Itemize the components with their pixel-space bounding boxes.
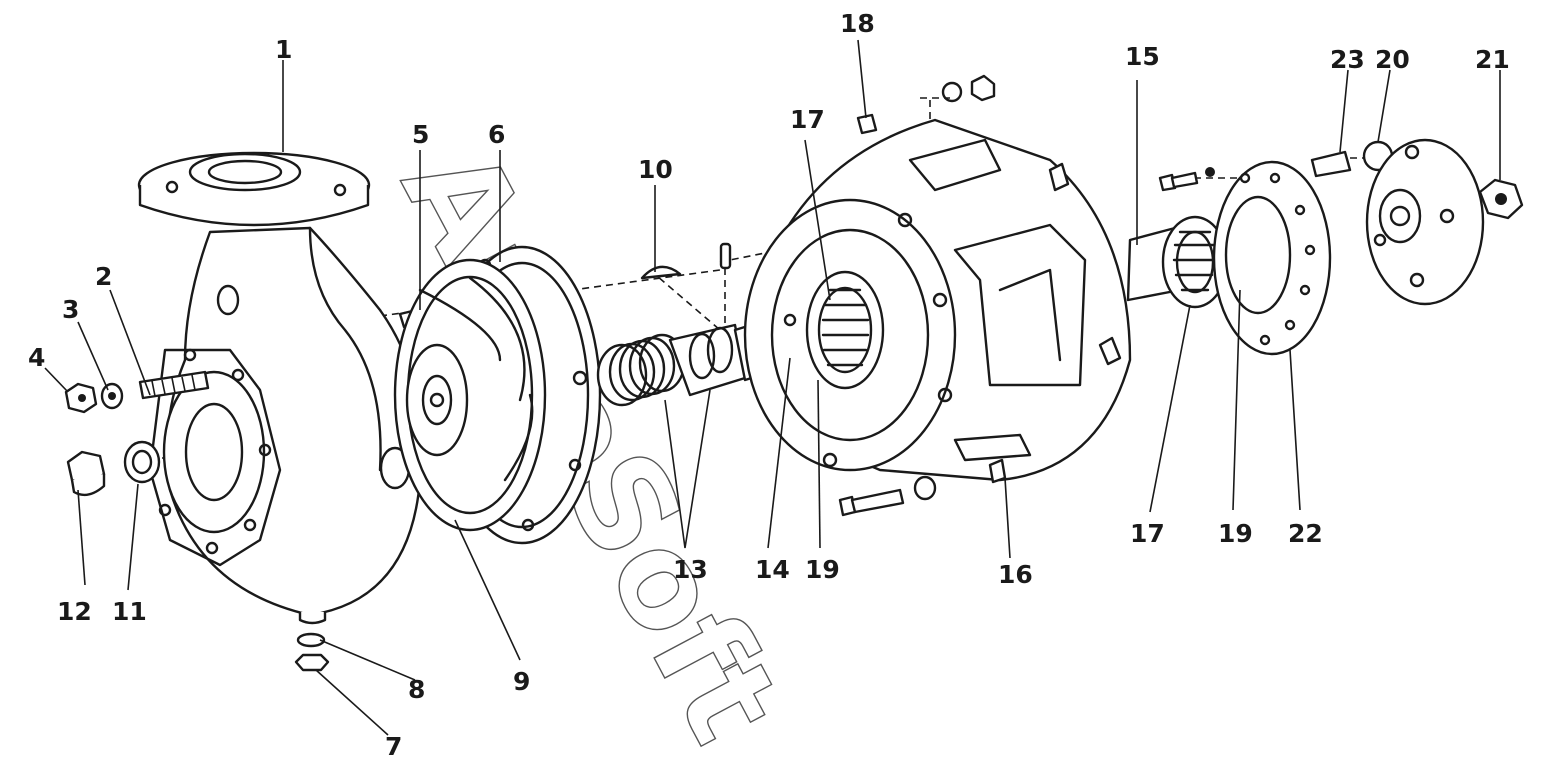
callout-20: 20 (1375, 45, 1410, 74)
callout-3: 3 (62, 295, 79, 324)
foot-bolt (838, 475, 937, 517)
callout-2: 2 (95, 262, 112, 291)
callout-1: 1 (275, 35, 292, 64)
locating-pin (719, 242, 732, 270)
callout-4: 4 (28, 343, 45, 372)
bottom-plug-and-washer (294, 632, 330, 672)
vent-plug (856, 74, 996, 135)
callout-23: 23 (1330, 45, 1365, 74)
callout-21: 21 (1475, 45, 1510, 74)
callout-11: 11 (112, 597, 147, 626)
callout-13: 13 (673, 555, 708, 584)
cover-bolt (1158, 167, 1215, 192)
callout-19-right: 19 (1218, 519, 1253, 548)
stud-washer-nut (64, 370, 210, 414)
callout-6: 6 (488, 120, 505, 149)
callout-15: 15 (1125, 42, 1160, 71)
callout-9: 9 (513, 667, 530, 696)
callout-16: 16 (998, 560, 1033, 589)
callout-22: 22 (1288, 519, 1323, 548)
leader-lines (44, 39, 1501, 736)
callout-labels: 1 2 3 4 5 6 7 8 9 10 11 12 13 14 15 16 1… (28, 9, 1510, 761)
drain-plug-and-seal (66, 440, 161, 497)
coupling-half (1365, 138, 1524, 306)
callout-19-left: 19 (805, 555, 840, 584)
callout-10: 10 (638, 155, 673, 184)
mechanical-seal-spring (596, 323, 747, 407)
callout-17-right: 17 (1130, 519, 1165, 548)
callout-14: 14 (755, 555, 790, 584)
callout-12: 12 (57, 597, 92, 626)
callout-17-left: 17 (790, 105, 825, 134)
callout-8: 8 (408, 675, 425, 704)
callout-18: 18 (840, 9, 875, 38)
shaft-key (640, 265, 682, 280)
casing-cover-and-impeller (393, 245, 602, 545)
callout-5: 5 (412, 120, 429, 149)
volute-casing (137, 151, 423, 625)
bearing-cover (1212, 160, 1332, 356)
callout-7: 7 (385, 732, 402, 761)
